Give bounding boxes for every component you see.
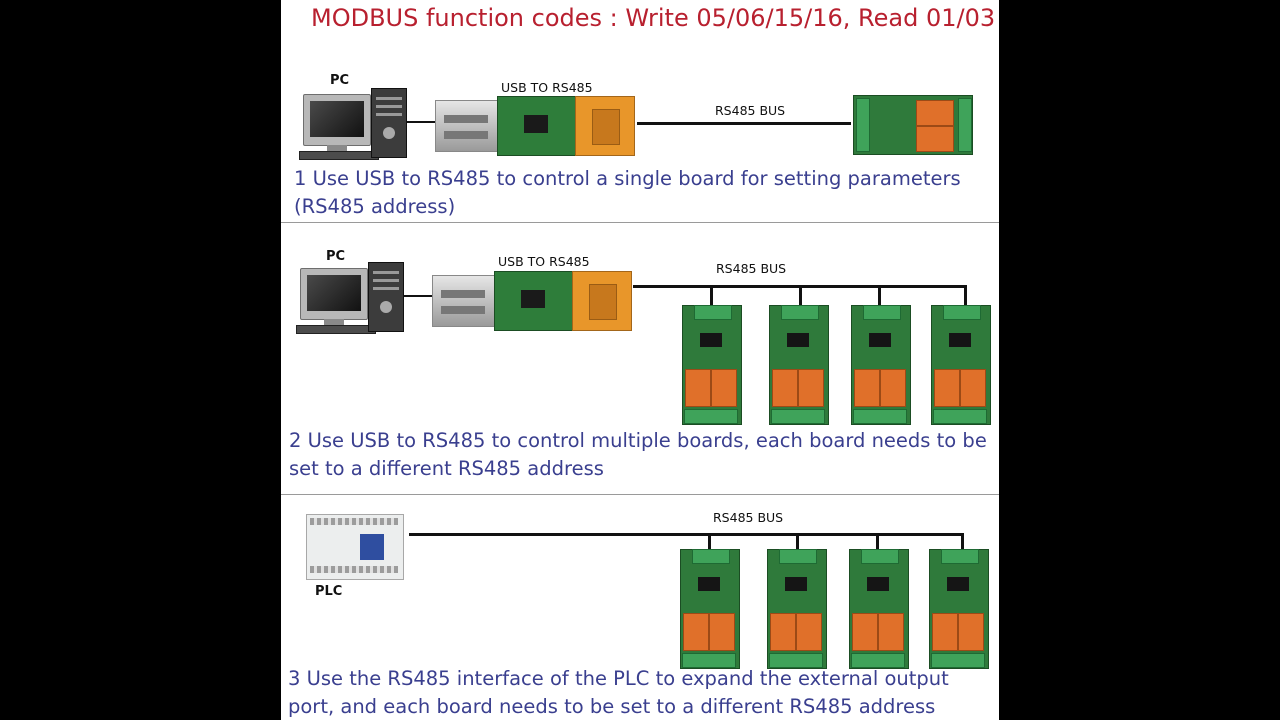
bus-label: RS485 BUS bbox=[715, 103, 786, 118]
relay-board bbox=[929, 549, 989, 669]
relay-board bbox=[682, 305, 742, 425]
pc-computer-icon bbox=[296, 262, 404, 334]
pc-label: PC bbox=[330, 73, 350, 88]
relay-board bbox=[769, 305, 829, 425]
relay-board bbox=[851, 305, 911, 425]
caption-1: 1 Use USB to RS485 to control a single b… bbox=[294, 167, 961, 218]
usb-to-rs485-converter bbox=[435, 96, 635, 156]
page-title: MODBUS function codes : Write 05/06/15/1… bbox=[311, 4, 996, 32]
relay-board bbox=[931, 305, 991, 425]
pc-computer-icon bbox=[299, 88, 407, 160]
bus-drop bbox=[796, 533, 799, 549]
diagram-panel: MODBUS function codes : Write 05/06/15/1… bbox=[281, 0, 999, 720]
relay-board bbox=[680, 549, 740, 669]
converter-label: USB TO RS485 bbox=[498, 254, 590, 269]
bus-label: RS485 BUS bbox=[716, 261, 787, 276]
converter-label: USB TO RS485 bbox=[501, 80, 593, 95]
rs485-bus-line bbox=[409, 533, 964, 536]
rs485-bus-line bbox=[637, 122, 851, 125]
caption-3: 3 Use the RS485 interface of the PLC to … bbox=[288, 667, 949, 718]
pc-label: PC bbox=[326, 249, 346, 264]
usb-to-rs485-converter bbox=[432, 271, 632, 331]
usb-cable bbox=[407, 121, 435, 123]
bus-drop bbox=[876, 533, 879, 549]
bus-drop bbox=[964, 285, 967, 305]
usb-cable bbox=[404, 295, 432, 297]
bus-drop bbox=[708, 533, 711, 549]
bus-drop bbox=[799, 285, 802, 305]
bus-drop bbox=[961, 533, 964, 549]
bus-label: RS485 BUS bbox=[713, 510, 784, 525]
bus-drop bbox=[710, 285, 713, 305]
relay-board bbox=[849, 549, 909, 669]
section-divider bbox=[281, 494, 999, 495]
caption-2: 2 Use USB to RS485 to control multiple b… bbox=[289, 429, 987, 480]
bus-drop bbox=[878, 285, 881, 305]
plc-controller-icon bbox=[306, 514, 404, 580]
section-divider bbox=[281, 222, 999, 223]
relay-board bbox=[853, 95, 973, 155]
relay-board bbox=[767, 549, 827, 669]
plc-label: PLC bbox=[315, 584, 343, 599]
